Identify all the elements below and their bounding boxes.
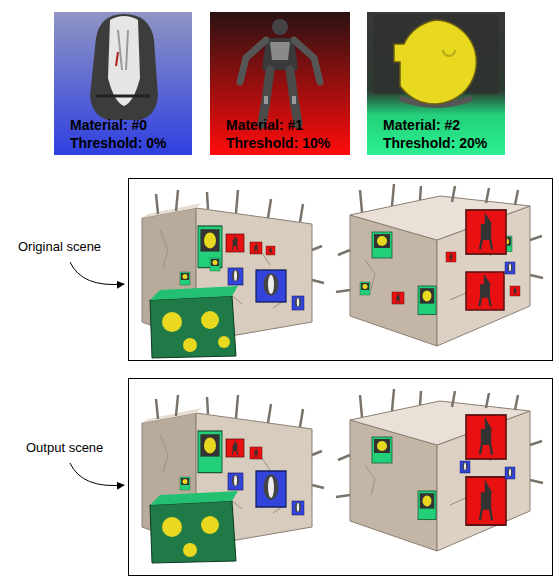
material-caption: Threshold: 20% — [383, 134, 497, 152]
material-card: Material: #0Threshold: 0% — [54, 12, 192, 155]
material-card: Material: #1Threshold: 10% — [210, 12, 350, 155]
scene-label: Output scene — [26, 440, 103, 456]
material-card: Material: #2Threshold: 20% — [367, 12, 505, 155]
material-caption: Threshold: 10% — [226, 134, 342, 152]
material-caption: Threshold: 0% — [70, 134, 184, 152]
material-caption: Material: #1 — [226, 116, 342, 134]
material-caption: Material: #2 — [383, 116, 497, 134]
material-caption: Material: #0 — [70, 116, 184, 134]
scene-label: Original scene — [18, 239, 101, 255]
